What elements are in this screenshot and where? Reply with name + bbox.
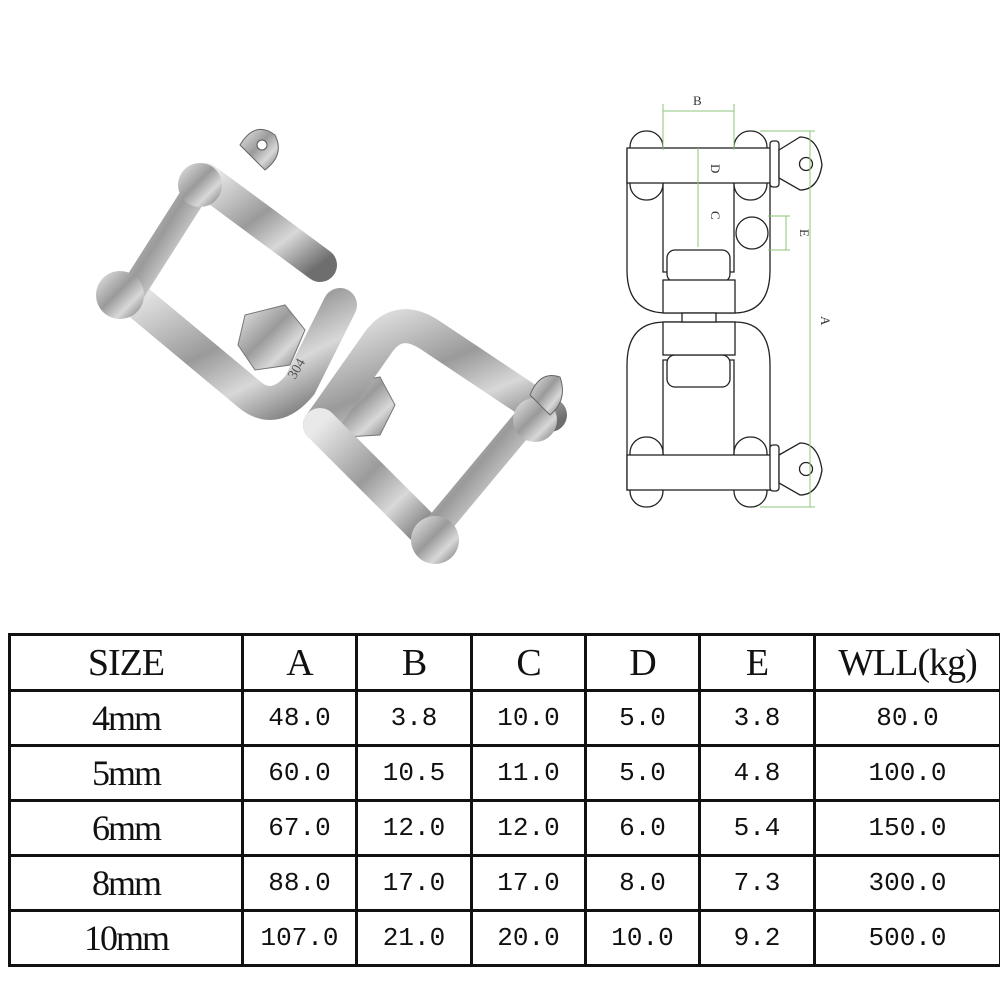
cell-d: 6.0 xyxy=(584,799,701,857)
header-c: C xyxy=(470,633,587,692)
label-e: E xyxy=(797,229,812,237)
bottom-pin xyxy=(626,454,773,491)
cell-wll: 80.0 xyxy=(813,689,1000,747)
cell-b: 17.0 xyxy=(355,854,473,912)
cell-e: 3.8 xyxy=(698,689,816,747)
header-b: B xyxy=(355,633,473,692)
cell-b: 21.0 xyxy=(355,909,473,967)
cell-e: 4.8 xyxy=(698,744,816,802)
cell-c: 10.0 xyxy=(470,689,587,747)
cell-wll: 150.0 xyxy=(813,799,1000,857)
label-a: A xyxy=(818,316,833,326)
cell-wll: 300.0 xyxy=(813,854,1000,912)
cell-b: 12.0 xyxy=(355,799,473,857)
section-circle xyxy=(735,216,769,250)
lower-shackle xyxy=(303,309,567,552)
cell-c: 20.0 xyxy=(470,909,587,967)
cell-size: 6mm xyxy=(8,799,244,857)
cell-d: 5.0 xyxy=(584,689,701,747)
dimension-drawing: B D C E A xyxy=(626,93,833,508)
table-header-row: SIZE A B C D E WLL(kg) xyxy=(8,633,1000,692)
label-d: D xyxy=(708,164,723,173)
table-row: 6mm 67.0 12.0 12.0 6.0 5.4 150.0 xyxy=(8,799,1000,857)
cell-d: 8.0 xyxy=(584,854,701,912)
header-wll: WLL(kg) xyxy=(813,633,1000,692)
header-a: A xyxy=(241,633,358,692)
top-pin xyxy=(626,147,773,184)
cell-b: 10.5 xyxy=(355,744,473,802)
cell-a: 88.0 xyxy=(241,854,358,912)
cell-size: 4mm xyxy=(8,689,244,747)
cell-size: 10mm xyxy=(8,909,244,967)
cell-d: 10.0 xyxy=(584,909,701,967)
table-row: 4mm 48.0 3.8 10.0 5.0 3.8 80.0 xyxy=(8,689,1000,747)
cell-d: 5.0 xyxy=(584,744,701,802)
cell-e: 7.3 xyxy=(698,854,816,912)
label-b: B xyxy=(693,93,702,108)
cell-c: 12.0 xyxy=(470,799,587,857)
cell-c: 11.0 xyxy=(470,744,587,802)
header-d: D xyxy=(584,633,701,692)
cell-e: 9.2 xyxy=(698,909,816,967)
cell-a: 60.0 xyxy=(241,744,358,802)
swivel-shackle-photo: 304 xyxy=(96,128,567,564)
cell-e: 5.4 xyxy=(698,799,816,857)
cell-c: 17.0 xyxy=(470,854,587,912)
cell-wll: 500.0 xyxy=(813,909,1000,967)
header-size: SIZE xyxy=(8,633,244,692)
label-c: C xyxy=(708,211,723,220)
cell-wll: 100.0 xyxy=(813,744,1000,802)
cell-a: 107.0 xyxy=(241,909,358,967)
cell-size: 8mm xyxy=(8,854,244,912)
dimension-lines xyxy=(662,104,815,508)
cell-a: 67.0 xyxy=(241,799,358,857)
cell-a: 48.0 xyxy=(241,689,358,747)
table-row: 5mm 60.0 10.5 11.0 5.0 4.8 100.0 xyxy=(8,744,1000,802)
cell-size: 5mm xyxy=(8,744,244,802)
cell-b: 3.8 xyxy=(355,689,473,747)
spec-table: SIZE A B C D E WLL(kg) 4mm 48.0 3.8 10.0… xyxy=(8,633,1000,967)
table-row: 10mm 107.0 21.0 20.0 10.0 9.2 500.0 xyxy=(8,909,1000,967)
table-row: 8mm 88.0 17.0 17.0 8.0 7.3 300.0 xyxy=(8,854,1000,912)
header-e: E xyxy=(698,633,816,692)
